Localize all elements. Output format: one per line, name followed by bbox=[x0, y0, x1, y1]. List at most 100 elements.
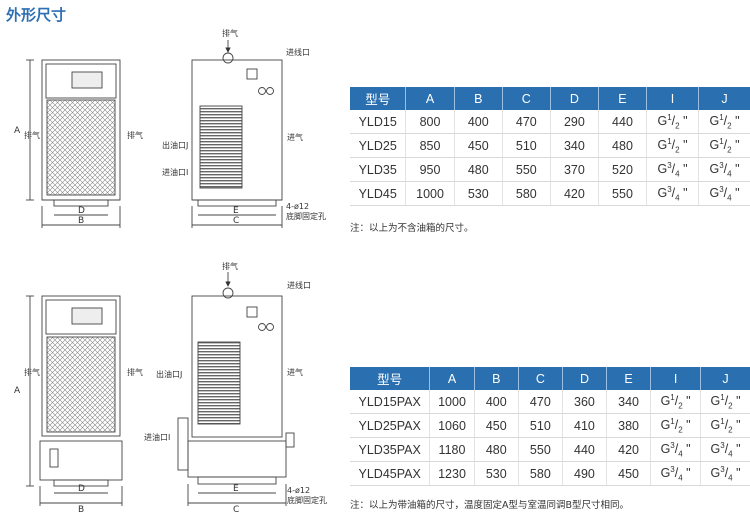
cell-j: G1/2 " bbox=[700, 390, 750, 414]
note-no-tank: 注：以上为不含油箱的尺寸。 bbox=[350, 223, 474, 234]
exhaust-label-side-top: 排气 bbox=[222, 28, 238, 38]
header-d: D bbox=[549, 87, 599, 110]
cell-a: 1060 bbox=[429, 413, 475, 438]
front-view-top bbox=[26, 59, 121, 228]
thread-numerator: 3 bbox=[670, 440, 675, 450]
cell-j: G3/4 " bbox=[698, 157, 750, 182]
cell-c: 470 bbox=[501, 110, 551, 134]
thread-type: G bbox=[710, 441, 721, 456]
thread-denominator: 2 bbox=[728, 425, 733, 435]
cell-c: 580 bbox=[517, 461, 563, 486]
cable-entry-label-top: 进线口 bbox=[286, 47, 310, 57]
thread-denominator: 4 bbox=[675, 193, 680, 203]
header-b: B bbox=[453, 87, 503, 110]
cell-a: 1000 bbox=[405, 181, 455, 206]
header-model: 型号 bbox=[350, 87, 406, 110]
thread-type: G bbox=[710, 393, 721, 408]
thread-denominator: 2 bbox=[675, 121, 680, 131]
cell-a: 1000 bbox=[429, 390, 475, 414]
thread-numerator: 1 bbox=[720, 416, 725, 426]
header-e: E bbox=[606, 367, 651, 390]
cell-i: G3/4 " bbox=[650, 461, 701, 486]
cell-j: G1/2 " bbox=[698, 110, 750, 134]
thread-denominator: 2 bbox=[728, 401, 733, 411]
oil-in-label-top: 进油口I bbox=[162, 167, 188, 177]
cell-a: 800 bbox=[405, 110, 455, 134]
side-view-bottom bbox=[177, 272, 295, 506]
cell-d: 290 bbox=[549, 110, 599, 134]
exhaust-label-bottom-left: 排气 bbox=[24, 367, 40, 377]
cell-j: G1/2 " bbox=[698, 133, 750, 158]
holes-label-top: 4-ø12 bbox=[286, 202, 309, 211]
cell-e: 340 bbox=[606, 390, 651, 414]
cell-i: G1/2 " bbox=[646, 133, 699, 158]
thread-type: G bbox=[657, 137, 668, 152]
thread-numerator: 1 bbox=[719, 112, 724, 122]
cell-e: 520 bbox=[597, 157, 647, 182]
thread-denominator: 2 bbox=[727, 121, 732, 131]
thread-type: G bbox=[709, 161, 720, 176]
cell-b: 530 bbox=[453, 181, 503, 206]
thread-type: G bbox=[657, 161, 668, 176]
thread-type: G bbox=[710, 465, 721, 480]
cell-d: 370 bbox=[549, 157, 599, 182]
thread-numerator: 1 bbox=[667, 136, 672, 146]
thread-numerator: 3 bbox=[720, 440, 725, 450]
thread-type: G bbox=[709, 185, 720, 200]
dim-a-label-top: A bbox=[14, 126, 21, 136]
cell-model: YLD25 bbox=[350, 133, 406, 158]
thread-numerator: 3 bbox=[719, 184, 724, 194]
cell-d: 440 bbox=[561, 437, 607, 462]
exhaust-label-top-right: 排气 bbox=[127, 130, 143, 140]
cell-a: 850 bbox=[405, 133, 455, 158]
cell-j: G1/2 " bbox=[700, 413, 750, 438]
cell-c: 580 bbox=[501, 181, 551, 206]
oil-out-label-bottom: 出油口J bbox=[156, 369, 182, 379]
cable-entry-label-bottom: 进线口 bbox=[287, 280, 311, 290]
oil-out-label-top: 出油口J bbox=[162, 140, 188, 150]
thread-numerator: 1 bbox=[667, 112, 672, 122]
cell-a: 1230 bbox=[429, 461, 475, 486]
cell-model: YLD15PAX bbox=[350, 390, 430, 414]
thread-numerator: 3 bbox=[667, 184, 672, 194]
thread-type: G bbox=[660, 393, 671, 408]
cell-model: YLD15 bbox=[350, 110, 406, 134]
cell-a: 1180 bbox=[429, 437, 475, 462]
dim-d-label-bottom: D bbox=[78, 484, 85, 494]
header-a: A bbox=[405, 87, 455, 110]
cell-e: 380 bbox=[606, 413, 651, 438]
cell-b: 530 bbox=[473, 461, 519, 486]
thread-numerator: 3 bbox=[719, 160, 724, 170]
cell-i: G3/4 " bbox=[646, 181, 699, 206]
dim-e-label-bottom: E bbox=[233, 484, 239, 494]
cell-d: 360 bbox=[561, 390, 607, 414]
thread-type: G bbox=[709, 137, 720, 152]
thread-denominator: 2 bbox=[727, 145, 732, 155]
cell-b: 400 bbox=[453, 110, 503, 134]
thread-denominator: 2 bbox=[678, 401, 683, 411]
header-d: D bbox=[561, 367, 607, 390]
inlet-label-top: 进气 bbox=[287, 132, 303, 142]
dim-c-label-bottom: C bbox=[233, 505, 239, 515]
thread-denominator: 4 bbox=[727, 169, 732, 179]
cell-d: 420 bbox=[549, 181, 599, 206]
cell-j: G3/4 " bbox=[700, 437, 750, 462]
cell-model: YLD45PAX bbox=[350, 461, 430, 486]
dim-c-label-top: C bbox=[233, 216, 239, 226]
cell-j: G3/4 " bbox=[698, 181, 750, 206]
cell-c: 510 bbox=[517, 413, 563, 438]
thread-denominator: 4 bbox=[675, 169, 680, 179]
note-with-tank: 注：以上为带油箱的尺寸，温度固定A型与室温同调B型尺寸相同。 bbox=[350, 500, 630, 511]
exhaust-label-top-left: 排气 bbox=[24, 130, 40, 140]
cell-model: YLD25PAX bbox=[350, 413, 430, 438]
thread-numerator: 1 bbox=[719, 136, 724, 146]
cell-i: G3/4 " bbox=[650, 437, 701, 462]
holes-sub-label-top: 底脚固定孔 bbox=[286, 211, 326, 221]
exhaust-label-bottom-right: 排气 bbox=[127, 367, 143, 377]
